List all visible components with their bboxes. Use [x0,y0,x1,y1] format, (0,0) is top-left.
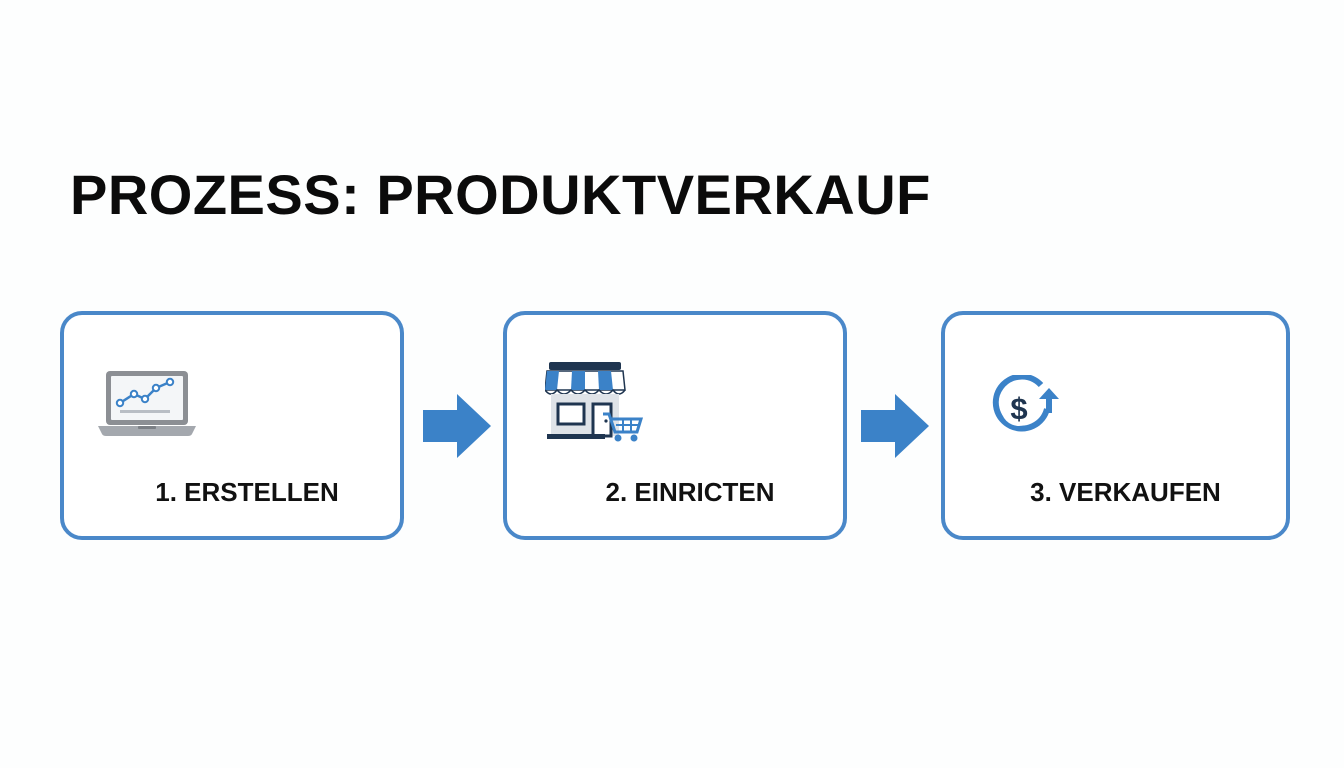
arrow-right-icon [861,394,929,458]
svg-text:$: $ [1010,391,1027,426]
step-1-box: 1. ERSTELLEN [60,311,404,540]
laptop-chart-icon [98,371,196,436]
step-3-label: 3. VERKAUFEN [1030,477,1221,507]
step-3-box: $ 3. VERKAUFEN [941,311,1290,540]
step-2-label: 2. EINRICTEN [605,477,775,507]
step-2-box: 2. EINRICTEN [503,311,847,540]
step-1-label: 1. ERSTELLEN [155,477,339,507]
diagram-title: PROZESS: PRODUKTVERKAUF [70,163,931,226]
arrow-right-icon [423,394,491,458]
dollar-refresh-icon: $ [992,375,1059,432]
storefront-cart-icon [545,362,644,442]
